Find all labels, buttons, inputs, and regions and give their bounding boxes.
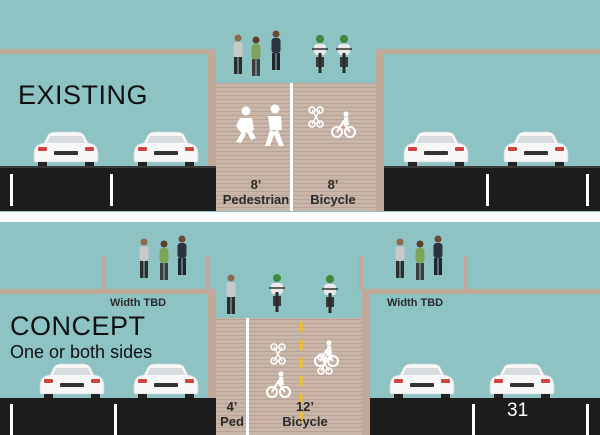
- concept-ped-lane-label: 4’ Ped: [216, 399, 248, 429]
- concept-bicycle-lane-name: Bicycle: [282, 414, 328, 429]
- lane-line: [110, 174, 113, 206]
- existing-deck: [216, 83, 376, 211]
- existing-post-left: [208, 49, 216, 211]
- concept-title: CONCEPT: [10, 311, 146, 341]
- lane-line: [486, 174, 489, 206]
- bicycle-lane-label: 8’ Bicycle: [296, 177, 370, 207]
- concept-subtitle: One or both sides: [10, 342, 153, 362]
- concept-deck: [216, 318, 362, 435]
- bicycle-lane-name: Bicycle: [310, 192, 356, 207]
- left-width-tbd-label: Width TBD: [110, 297, 167, 309]
- existing-post-right: [376, 49, 384, 211]
- existing-road-left: [0, 166, 216, 211]
- concept-ped-lane-name: Ped: [220, 414, 244, 429]
- concept-ped-lane-width: 4’: [226, 399, 238, 414]
- pedestrian-lane-label: 8’ Pedestrian: [216, 177, 296, 207]
- existing-road-right: [384, 166, 600, 211]
- concept-road-left: [0, 398, 216, 435]
- right-width-tbd-label: Width TBD: [387, 297, 444, 309]
- bicycle-lane-width: 8’: [327, 177, 339, 192]
- concept-ped-divider: [246, 318, 249, 435]
- existing-truss-left: [0, 49, 215, 54]
- existing-title: EXISTING: [18, 80, 149, 110]
- lane-line: [10, 174, 13, 206]
- pedestrian-lane-name: Pedestrian: [222, 192, 290, 207]
- concept-center-stripe: [300, 322, 303, 422]
- concept-truss-right: [363, 289, 600, 294]
- concept-bicycle-lane-width: 12’: [295, 399, 315, 414]
- concept-bicycle-lane-label: 12’ Bicycle: [270, 399, 340, 429]
- existing-truss-right: [378, 49, 600, 54]
- lane-line: [114, 404, 117, 435]
- page-number: 31: [507, 400, 529, 421]
- pedestrian-lane-width: 8’: [250, 177, 262, 192]
- lane-line: [586, 404, 589, 435]
- existing-lane-divider: [290, 83, 293, 211]
- lane-line: [586, 174, 589, 206]
- lane-line: [472, 404, 475, 435]
- pedestrian-pavement-marking: [236, 104, 284, 146]
- concept-truss-left: [0, 289, 215, 294]
- concept-post-left: [208, 289, 216, 435]
- lane-line: [10, 404, 13, 435]
- concept-post-right: [362, 289, 370, 435]
- concept-road-right: [370, 398, 600, 435]
